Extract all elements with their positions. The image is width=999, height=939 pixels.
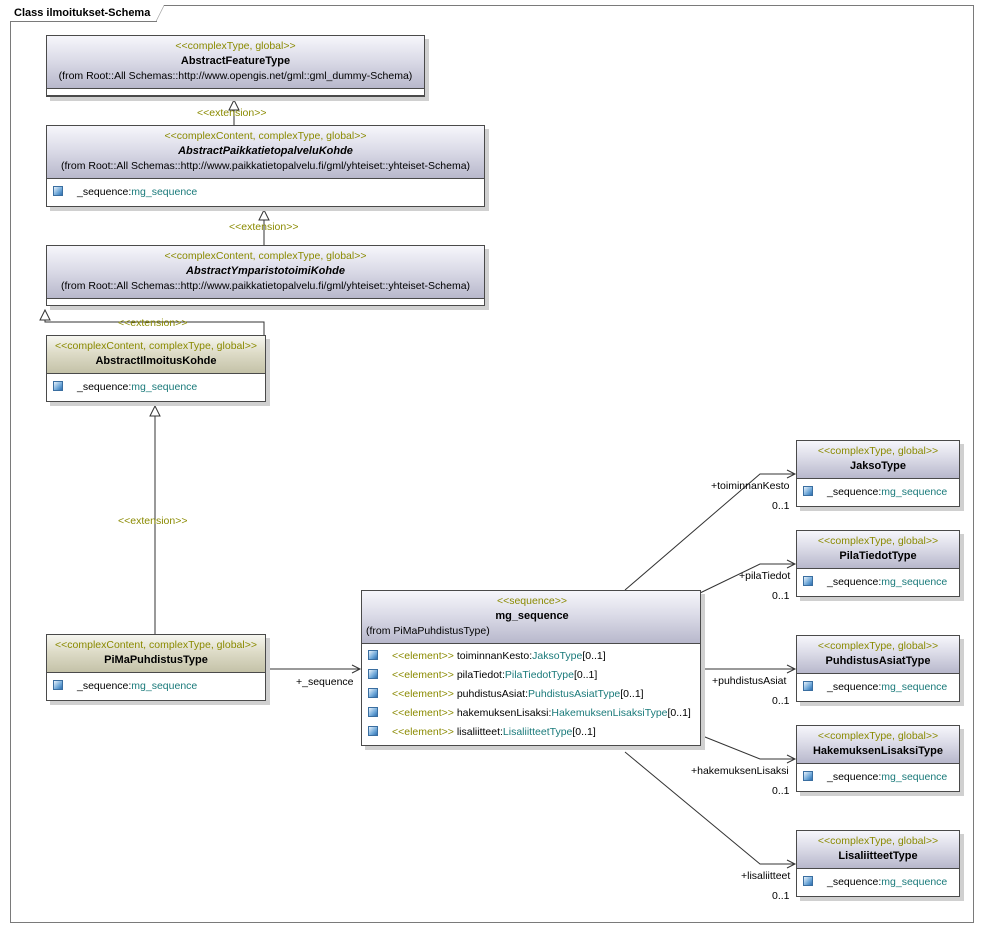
class-stereotype: <<complexType, global>> bbox=[817, 730, 939, 742]
role-lisaliitteet: +lisaliitteet bbox=[741, 870, 791, 882]
attribute-icon bbox=[53, 381, 63, 391]
attribute-icon bbox=[803, 876, 813, 886]
class-name: PilaTiedotType bbox=[839, 550, 917, 562]
element-row-puhdistusasiat: <<element>> puhdistusAsiat:PuhdistusAsia… bbox=[368, 685, 694, 704]
attribute-row: _sequence:mg_sequence bbox=[53, 378, 259, 397]
role-sequence: +_sequence bbox=[296, 676, 354, 688]
attribute-row: _sequence:mg_sequence bbox=[803, 873, 953, 892]
class-stereotype: <<complexContent, complexType, global>> bbox=[55, 340, 257, 352]
role-pilatiedot: +pilaTiedot bbox=[739, 570, 791, 582]
class-name: AbstractIlmoitusKohde bbox=[95, 355, 217, 367]
class-abstract-ilmoitus-kohde[interactable]: <<complexContent, complexType, global>> … bbox=[46, 335, 266, 402]
element-row-toiminnankesto: <<element>> toiminnanKesto:JaksoType[0..… bbox=[368, 647, 694, 666]
class-origin: (from Root::All Schemas::http://www.open… bbox=[58, 70, 413, 82]
extension-arrowhead-4 bbox=[149, 404, 161, 417]
extension-arrowhead-1 bbox=[228, 98, 240, 111]
class-origin: (from Root::All Schemas::http://www.paik… bbox=[60, 280, 471, 292]
class-name: HakemuksenLisaksiType bbox=[812, 745, 944, 757]
extension-arrowhead-3 bbox=[39, 308, 51, 321]
association-line-jakso bbox=[624, 473, 795, 591]
element-icon bbox=[368, 650, 378, 660]
extension-label-3: <<extension>> bbox=[118, 317, 188, 329]
role-toiminnankesto: +toiminnanKesto bbox=[711, 480, 790, 492]
extension-label-2: <<extension>> bbox=[229, 221, 299, 233]
attribute-row: _sequence:mg_sequence bbox=[803, 768, 953, 787]
role-hakemuksenlisaksi: +hakemuksenLisaksi bbox=[691, 765, 789, 777]
element-icon bbox=[368, 707, 378, 717]
mult-lisaliitteet: 0..1 bbox=[772, 890, 790, 902]
class-name: mg_sequence bbox=[495, 610, 569, 622]
role-puhdistusasiat: +puhdistusAsiat bbox=[712, 675, 787, 687]
element-row-hakemuksenlisaksi: <<element>> hakemuksenLisaksi:Hakemuksen… bbox=[368, 704, 694, 723]
frame-title: Class ilmoitukset-Schema bbox=[10, 5, 165, 22]
association-arrow-puhdistusasiat bbox=[786, 664, 797, 674]
class-pima-puhdistus-type[interactable]: <<complexContent, complexType, global>> … bbox=[46, 634, 266, 701]
mult-pilatiedot: 0..1 bbox=[772, 590, 790, 602]
element-row-lisaliitteet: <<element>> lisaliitteet:LisaliitteetTyp… bbox=[368, 723, 694, 742]
attribute-icon bbox=[803, 771, 813, 781]
class-name: LisaliitteetType bbox=[838, 850, 918, 862]
class-stereotype: <<complexContent, complexType, global>> bbox=[164, 250, 367, 262]
association-arrow-hakemuksen bbox=[786, 754, 797, 764]
class-lisaliitteet-type[interactable]: <<complexType, global>> LisaliitteetType… bbox=[796, 830, 960, 897]
element-icon bbox=[368, 688, 378, 698]
class-stereotype: <<complexType, global>> bbox=[817, 445, 939, 457]
association-arrow-lisaliitteet bbox=[786, 859, 797, 869]
attribute-row: _sequence:mg_sequence bbox=[53, 183, 478, 202]
class-abstract-feature-type[interactable]: <<complexType, global>> AbstractFeatureT… bbox=[46, 35, 425, 97]
attribute-icon bbox=[803, 486, 813, 496]
element-row-pilatiedot: <<element>> pilaTiedot:PilaTiedotType[0.… bbox=[368, 666, 694, 685]
association-line-pilatiedot bbox=[699, 563, 795, 594]
extension-arrowhead-2 bbox=[258, 208, 270, 221]
class-name: AbstractFeatureType bbox=[180, 55, 291, 67]
attribute-row: _sequence:mg_sequence bbox=[803, 573, 953, 592]
class-mg-sequence[interactable]: <<sequence>> mg_sequence (from PiMaPuhdi… bbox=[361, 590, 701, 746]
class-stereotype: <<complexType, global>> bbox=[817, 835, 939, 847]
class-stereotype: <<sequence>> bbox=[496, 595, 568, 607]
association-line-hakemuksen bbox=[699, 734, 795, 760]
mult-toiminnankesto: 0..1 bbox=[772, 500, 790, 512]
attribute-row: _sequence:mg_sequence bbox=[803, 678, 953, 697]
class-pilatiedot-type[interactable]: <<complexType, global>> PilaTiedotType _… bbox=[796, 530, 960, 597]
class-puhdistusasiat-type[interactable]: <<complexType, global>> PuhdistusAsiatTy… bbox=[796, 635, 960, 702]
attribute-icon bbox=[53, 680, 63, 690]
association-arrow-jakso bbox=[786, 469, 797, 479]
association-arrow-sequence bbox=[351, 664, 362, 674]
mult-hakemuksenlisaksi: 0..1 bbox=[772, 785, 790, 797]
class-name: AbstractYmparistotoimiKohde bbox=[186, 265, 345, 277]
class-stereotype: <<complexContent, complexType, global>> bbox=[55, 639, 257, 651]
association-arrow-pilatiedot bbox=[786, 559, 797, 569]
extension-line-3 bbox=[44, 320, 265, 335]
class-name: PuhdistusAsiatType bbox=[825, 655, 931, 667]
class-origin: (from PiMaPuhdistusType) bbox=[366, 625, 490, 637]
class-origin: (from Root::All Schemas::http://www.paik… bbox=[60, 160, 471, 172]
attribute-row: _sequence:mg_sequence bbox=[803, 483, 953, 502]
extension-label-4: <<extension>> bbox=[118, 515, 188, 527]
class-abstract-ymparistotoimi-kohde[interactable]: <<complexContent, complexType, global>> … bbox=[46, 245, 485, 306]
class-stereotype: <<complexType, global>> bbox=[817, 535, 939, 547]
class-stereotype: <<complexContent, complexType, global>> bbox=[164, 130, 367, 142]
attribute-row: _sequence:mg_sequence bbox=[53, 677, 259, 696]
class-stereotype: <<complexType, global>> bbox=[817, 640, 939, 652]
class-stereotype: <<complexType, global>> bbox=[175, 40, 296, 52]
attribute-icon bbox=[803, 681, 813, 691]
class-name: PiMaPuhdistusType bbox=[104, 654, 208, 666]
association-line-lisaliitteet bbox=[624, 751, 795, 865]
element-icon bbox=[368, 726, 378, 736]
class-abstract-paikkatietopalvelu-kohde[interactable]: <<complexContent, complexType, global>> … bbox=[46, 125, 485, 207]
class-name: JaksoType bbox=[849, 460, 907, 472]
class-jakso-type[interactable]: <<complexType, global>> JaksoType _seque… bbox=[796, 440, 960, 507]
element-icon bbox=[368, 669, 378, 679]
mult-puhdistusasiat: 0..1 bbox=[772, 695, 790, 707]
attribute-icon bbox=[803, 576, 813, 586]
attribute-icon bbox=[53, 186, 63, 196]
class-name: AbstractPaikkatietopalveluKohde bbox=[178, 145, 353, 157]
class-hakemuksenlisaksi-type[interactable]: <<complexType, global>> HakemuksenLisaks… bbox=[796, 725, 960, 792]
extension-label-1: <<extension>> bbox=[197, 107, 267, 119]
